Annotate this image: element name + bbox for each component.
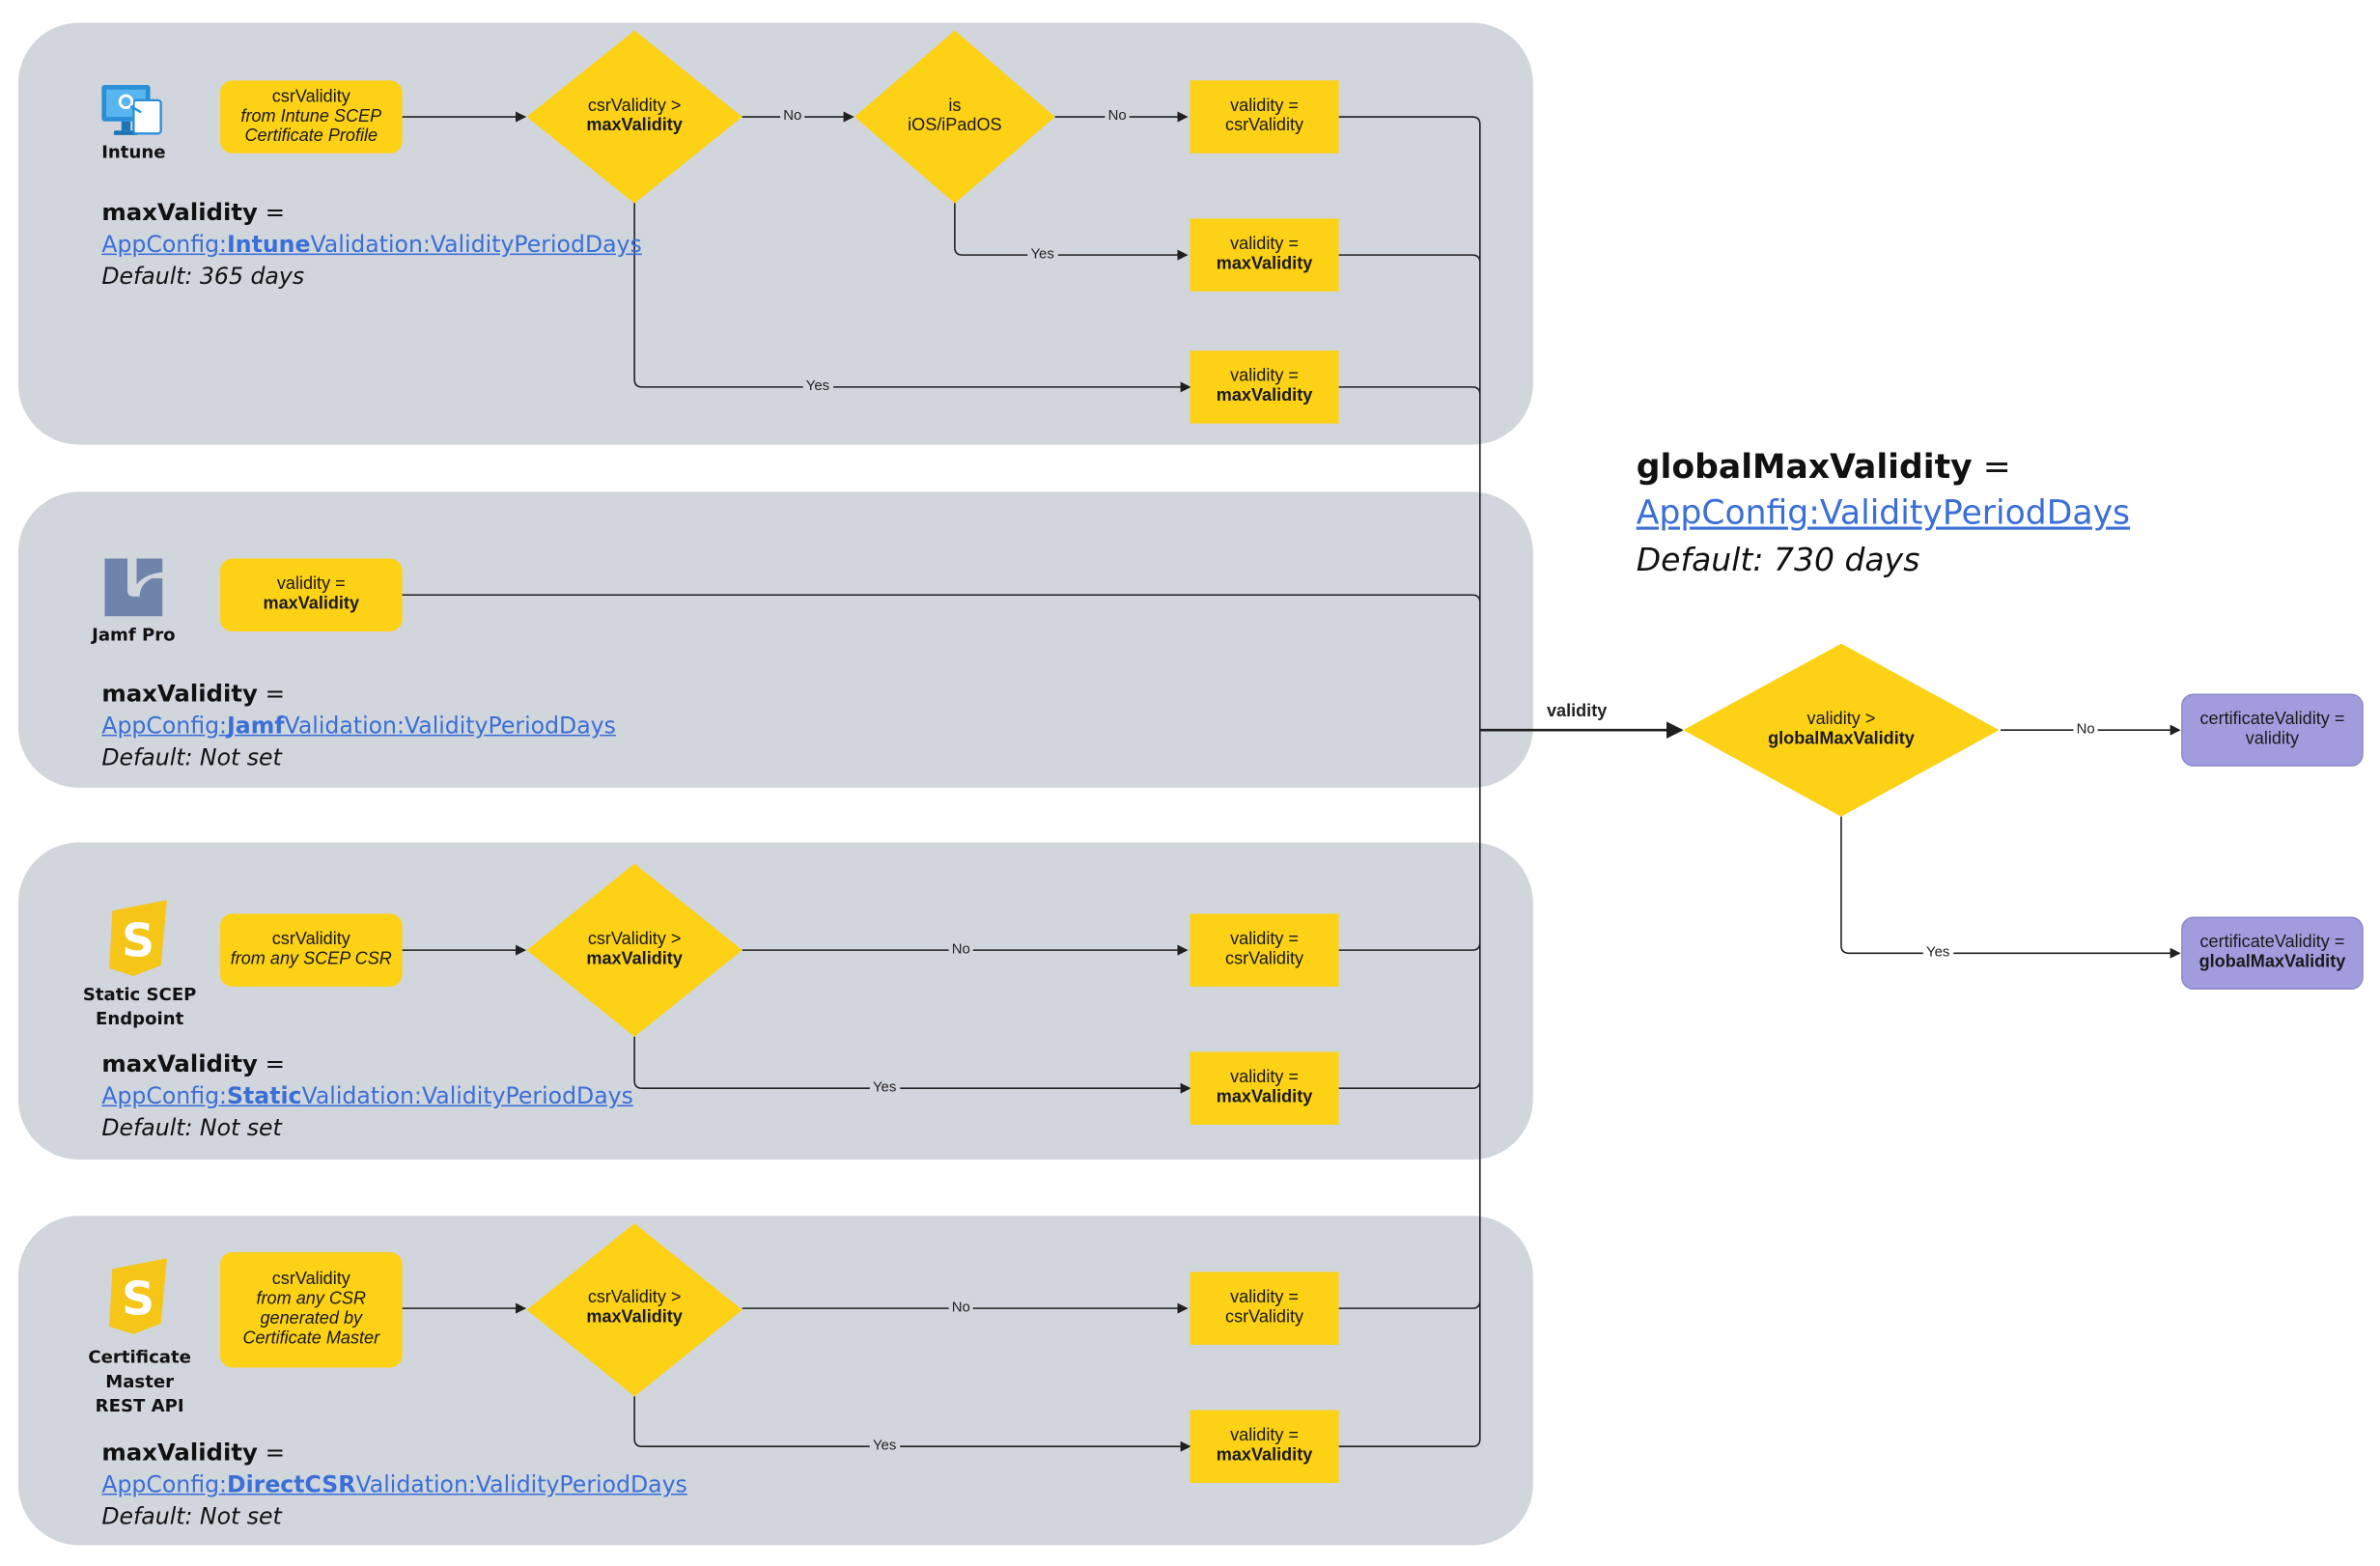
- cm-no-label: No: [948, 1299, 973, 1317]
- wire-intune-yes-os: [954, 202, 1189, 261]
- intune-out-max-os-box: validity = maxValidity: [1190, 218, 1339, 292]
- cm-max-decision: csrValidity > maxValidity: [586, 1288, 683, 1328]
- static-input-box: csrValidity from any SCEP CSR: [219, 913, 403, 987]
- intune-input-box: csrValidity from Intune SCEP Certificate…: [219, 80, 403, 154]
- global-decision: validity > globalMaxValidity: [1768, 710, 1915, 749]
- wire-static-out-csr: [1338, 942, 1481, 951]
- wire-intune-out-csr: [1338, 116, 1481, 731]
- wire-global-yes: [1840, 816, 2181, 959]
- jamf-panel: [17, 491, 1533, 788]
- intune-os-decision: is iOS/iPadOS: [908, 97, 1002, 135]
- shield-s-icon: S: [109, 900, 167, 976]
- intune-os-decision-shape: [854, 30, 1055, 204]
- intune-no1-label: No: [780, 107, 805, 125]
- intune-out-csr-box: validity = csrValidity: [1190, 80, 1339, 154]
- global-config: globalMaxValidity = AppConfig:ValidityPe…: [1636, 449, 2131, 578]
- intune-monitor-icon: [101, 85, 162, 135]
- intune-yes-os-label: Yes: [1027, 245, 1057, 263]
- wire-cm-out-csr: [1338, 1300, 1481, 1309]
- cm-config-link[interactable]: AppConfig:DirectCSRValidation:ValidityPe…: [101, 1470, 687, 1498]
- static-source-name: Static SCEP Endpoint: [82, 983, 197, 1029]
- intune-source-name: Intune: [101, 141, 166, 163]
- global-result-yes-box: certificateValidity = globalMaxValidity: [2181, 916, 2364, 991]
- shield-s-icon: S: [109, 1258, 167, 1334]
- cm-yes-label: Yes: [869, 1437, 900, 1455]
- svg-text:S: S: [122, 914, 154, 967]
- global-result-no-box: certificateValidity = validity: [2181, 693, 2364, 767]
- intune-config: maxValidity = AppConfig:IntuneValidation…: [101, 198, 642, 291]
- intune-config-link[interactable]: AppConfig:IntuneValidation:ValidityPerio…: [101, 230, 642, 259]
- jamf-source-name: Jamf Pro: [92, 624, 176, 646]
- svg-text:S: S: [122, 1272, 154, 1326]
- cm-input-box: csrValidity from any CSR generated by Ce…: [219, 1251, 403, 1368]
- static-config-link[interactable]: AppConfig:StaticValidation:ValidityPerio…: [101, 1081, 633, 1110]
- cm-config: maxValidity = AppConfig:DirectCSRValidat…: [101, 1439, 687, 1530]
- jamf-logo-icon: [104, 558, 163, 617]
- intune-out-max-box: validity = maxValidity: [1190, 350, 1339, 424]
- intune-yes1-label: Yes: [802, 378, 833, 395]
- wire-intune-out-max: [1338, 386, 1481, 395]
- jamf-config-link[interactable]: AppConfig:JamfValidation:ValidityPeriodD…: [101, 712, 616, 740]
- static-yes-label: Yes: [869, 1078, 900, 1097]
- global-yes-label: Yes: [1922, 943, 1953, 962]
- intune-no2-label: No: [1105, 107, 1130, 125]
- wire-cm-yes: [633, 1396, 1191, 1452]
- certificate-master-source-name: Certificate Master REST API: [88, 1346, 191, 1416]
- wire-static-yes: [633, 1036, 1191, 1094]
- wire-intune-yes1: [633, 202, 1191, 393]
- merge-validity-label: validity: [1546, 702, 1608, 721]
- static-no-label: No: [948, 940, 973, 958]
- cm-out-csr-box: validity = csrValidity: [1190, 1272, 1339, 1345]
- static-out-csr-box: validity = csrValidity: [1190, 913, 1339, 987]
- global-no-label: No: [2073, 720, 2098, 739]
- jamf-out-box: validity = maxValidity: [219, 558, 403, 631]
- wire-cm-out-max: [1338, 730, 1481, 1447]
- static-out-max-box: validity = maxValidity: [1190, 1051, 1339, 1125]
- cm-out-max-box: validity = maxValidity: [1190, 1410, 1339, 1483]
- global-config-link[interactable]: AppConfig:ValidityPeriodDays: [1636, 494, 2131, 533]
- jamf-config: maxValidity = AppConfig:JamfValidation:V…: [101, 680, 616, 771]
- static-max-decision: csrValidity > maxValidity: [586, 930, 683, 968]
- wire-intune-out-max-os: [1338, 254, 1481, 264]
- wire-jamf-out: [402, 594, 1481, 603]
- intune-max-decision: csrValidity > maxValidity: [586, 97, 683, 135]
- static-config: maxValidity = AppConfig:StaticValidation…: [101, 1049, 633, 1142]
- wire-static-out-max: [1338, 1080, 1481, 1089]
